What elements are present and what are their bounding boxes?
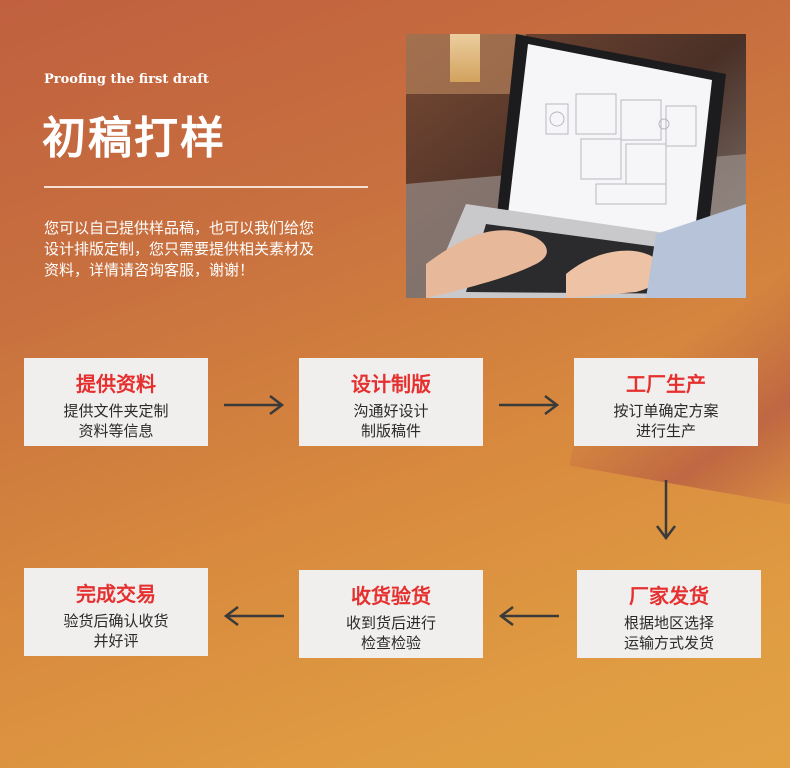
- description: 您可以自己提供样品稿，也可以我们给您 设计排版定制，您只需要提供相关素材及 资料…: [44, 218, 384, 281]
- step-desc-line: 检查检验: [360, 634, 421, 652]
- arrow-left-icon: [223, 606, 284, 626]
- page-title: 初稿打样: [42, 113, 226, 164]
- step-desc-line: 沟通好设计: [353, 402, 429, 420]
- laptop-photo: [406, 34, 746, 298]
- step-desc-line: 验货后确认收货: [63, 612, 169, 630]
- step-desc-line: 按订单确定方案: [613, 402, 719, 420]
- description-line: 设计排版定制，您只需要提供相关素材及: [44, 240, 315, 258]
- step-complete-transaction: 完成交易 验货后确认收货 并好评: [24, 568, 208, 656]
- arrow-right-icon: [499, 395, 560, 415]
- title-divider: [44, 186, 368, 188]
- description-line: 您可以自己提供样品稿，也可以我们给您: [44, 219, 315, 237]
- step-desc-line: 收到货后进行: [345, 614, 436, 632]
- step-desc-line: 运输方式发货: [623, 634, 714, 652]
- step-desc-line: 进行生产: [635, 422, 696, 440]
- arrow-left-icon: [498, 606, 559, 626]
- english-subtitle: Proofing the first draft: [44, 72, 209, 87]
- step-title: 收货验货: [351, 584, 431, 608]
- step-desc-line: 制版稿件: [360, 422, 421, 440]
- step-title: 厂家发货: [629, 584, 709, 608]
- step-desc-line: 根据地区选择: [623, 614, 714, 632]
- step-receive-inspect: 收货验货 收到货后进行 检查检验: [299, 570, 483, 658]
- step-title: 提供资料: [76, 372, 156, 396]
- step-desc-line: 提供文件夹定制: [63, 402, 169, 420]
- description-line: 资料，详情请咨询客服，谢谢！: [44, 261, 255, 279]
- laptop-illustration: [406, 34, 746, 298]
- step-desc-line: 资料等信息: [78, 422, 154, 440]
- step-title: 工厂生产: [626, 372, 706, 396]
- step-title: 完成交易: [76, 582, 156, 606]
- step-factory-production: 工厂生产 按订单确定方案 进行生产: [574, 358, 758, 446]
- step-title: 设计制版: [351, 372, 431, 396]
- step-design-plate: 设计制版 沟通好设计 制版稿件: [299, 358, 483, 446]
- step-factory-shipping: 厂家发货 根据地区选择 运输方式发货: [577, 570, 761, 658]
- arrow-right-icon: [224, 395, 285, 415]
- arrow-down-icon: [656, 480, 676, 541]
- step-provide-materials: 提供资料 提供文件夹定制 资料等信息: [24, 358, 208, 446]
- step-desc-line: 并好评: [93, 632, 139, 650]
